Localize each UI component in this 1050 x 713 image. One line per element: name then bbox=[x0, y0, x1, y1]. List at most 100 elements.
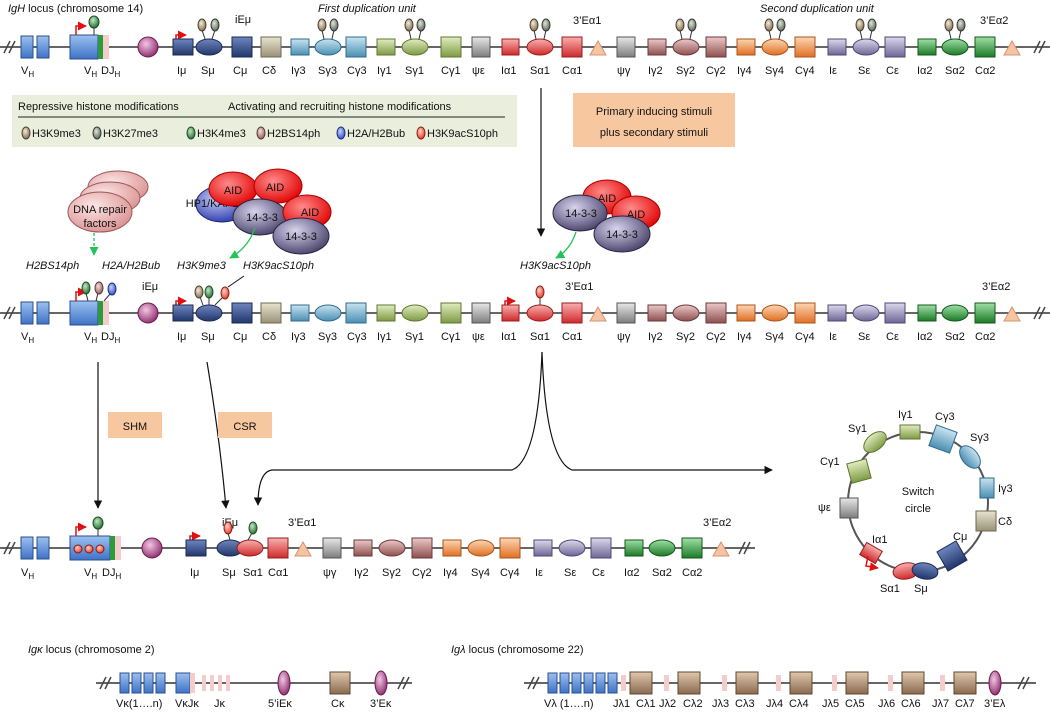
seg-label: Sα1 bbox=[530, 331, 550, 343]
salpha2-segment bbox=[941, 38, 969, 56]
sgamma3-segment bbox=[314, 38, 342, 56]
seg-label: Sμ bbox=[222, 567, 236, 579]
dj-label: DJH bbox=[102, 567, 121, 581]
cgamma1-segment bbox=[440, 36, 462, 58]
seg-label: Cα1 bbox=[268, 567, 288, 579]
seg-label: Iγ3 bbox=[291, 331, 306, 343]
seg-label: Cα1 bbox=[562, 331, 582, 343]
seg-label: Iγ1 bbox=[377, 65, 392, 77]
h3k9me3-mark bbox=[404, 18, 414, 32]
salpha1-segment bbox=[526, 38, 554, 56]
legend-repressive: Repressive histone modifications bbox=[18, 101, 179, 113]
cmu-segment bbox=[231, 36, 253, 58]
igamma1-segment bbox=[376, 38, 396, 56]
ialpha2-segment bbox=[917, 304, 937, 322]
h3k27me3-mark bbox=[776, 18, 786, 32]
cmu-segment bbox=[936, 540, 968, 572]
circle-label: Cγ1 bbox=[820, 456, 840, 468]
seg-label: Iγ2 bbox=[648, 331, 663, 343]
jkappa-segment bbox=[226, 675, 230, 691]
svg-text:14-3-3: 14-3-3 bbox=[246, 212, 278, 224]
jkappa-segment bbox=[218, 675, 222, 691]
sgamma3-segment bbox=[314, 304, 342, 322]
vh-label: VH bbox=[84, 331, 97, 345]
svg-text:AID: AID bbox=[266, 182, 284, 194]
svg-text:DNA repair: DNA repair bbox=[73, 204, 127, 216]
h3k9acs10ph-mark bbox=[535, 285, 545, 299]
seg-label: Sα2 bbox=[945, 331, 965, 343]
vlambda-segment bbox=[595, 672, 606, 694]
seg-label: Cγ1 bbox=[441, 331, 461, 343]
vlambda-segment bbox=[559, 672, 570, 694]
vh-rearranged bbox=[69, 34, 99, 60]
break-mark bbox=[1033, 306, 1046, 320]
lambda-locus-title: Igλ locus (chromosome 22) bbox=[451, 644, 584, 656]
cgamma2-segment bbox=[705, 36, 727, 58]
h3k27me3-mark bbox=[687, 18, 697, 32]
vlambda-segment bbox=[607, 672, 618, 694]
iemu-label: iEμ bbox=[142, 281, 158, 293]
recruit-arrow bbox=[555, 231, 577, 259]
seg-label: Cγ1 bbox=[441, 65, 461, 77]
calpha2-segment bbox=[974, 36, 996, 58]
seg-label: ψγ bbox=[323, 567, 337, 579]
seg-label: Cγ4 bbox=[795, 331, 815, 343]
vkappa-segment bbox=[143, 672, 154, 694]
vh-label: VH bbox=[84, 567, 97, 581]
break-mark bbox=[3, 40, 16, 54]
h3k27me3-mark bbox=[329, 18, 339, 32]
lambda-label: Jλ1 bbox=[613, 698, 630, 710]
cdelta-segment bbox=[260, 302, 282, 324]
j-segment bbox=[103, 301, 109, 325]
jlambda-segment bbox=[664, 675, 669, 691]
h3k9me3-mark bbox=[764, 18, 774, 32]
seg-label: ψγ bbox=[617, 65, 631, 77]
h3k4me3-mark bbox=[92, 516, 104, 530]
igamma3-segment bbox=[979, 477, 995, 499]
igamma2-segment bbox=[647, 304, 667, 322]
igamma3-segment bbox=[290, 304, 310, 322]
h2bs14ph-mark bbox=[94, 281, 104, 295]
seg-label: Sμ bbox=[201, 65, 215, 77]
seg-label: Sμ bbox=[201, 331, 215, 343]
cdelta-segment bbox=[260, 36, 282, 58]
seg-label: Cγ2 bbox=[412, 567, 432, 579]
dj-label: DJH bbox=[101, 331, 120, 345]
imu-segment bbox=[172, 304, 194, 322]
h3k4me3-mark bbox=[204, 285, 214, 299]
lambda-label: Cλ5 bbox=[845, 698, 865, 710]
seg-label: ψε bbox=[472, 331, 485, 343]
svg-text:AID: AID bbox=[598, 193, 616, 205]
circle-label: Iα1 bbox=[872, 534, 888, 546]
j-segment bbox=[103, 35, 109, 59]
switch-title: Switch bbox=[902, 486, 934, 498]
switch-circle-labels: Switch circle Iγ1 Cγ3 Sγ1 Sγ3 Cγ1 Iγ3 ψε… bbox=[818, 409, 1013, 595]
seg-label: Iμ bbox=[177, 331, 186, 343]
iepsilon-segment bbox=[533, 539, 553, 557]
seg-label: Iμ bbox=[177, 65, 186, 77]
mutation-icon bbox=[95, 544, 105, 554]
igamma4-segment bbox=[442, 539, 462, 557]
lambda-label: Jλ7 bbox=[932, 698, 949, 710]
cgamma2-segment bbox=[411, 537, 433, 559]
h2a-h2bub-label: H2A/H2Bub bbox=[102, 260, 160, 272]
seg-label: Cμ bbox=[233, 331, 247, 343]
svg-text:14-3-3: 14-3-3 bbox=[285, 231, 317, 243]
calpha2-segment bbox=[974, 302, 996, 324]
sgamma2-segment bbox=[378, 539, 406, 557]
smu-segment bbox=[195, 304, 223, 322]
aid-complex-right: AID 14-3-3 AID 14-3-3 bbox=[552, 179, 661, 253]
seg-label: Iε bbox=[829, 331, 837, 343]
salpha2-segment bbox=[648, 539, 676, 557]
h3k4me3-legend-icon bbox=[186, 126, 196, 140]
vh-segment bbox=[20, 301, 34, 325]
e3alpha1-enhancer bbox=[294, 540, 312, 557]
seg-label: Cδ bbox=[262, 331, 276, 343]
csr-box bbox=[218, 412, 272, 438]
lambda-labels: Vλ (1….n) Jλ1 Cλ1 Jλ2 Cλ2 Jλ3 Cλ3 Jλ4 Cλ… bbox=[544, 698, 1006, 710]
seg-label: ψε bbox=[472, 65, 485, 77]
h3k9me3-mark bbox=[317, 18, 327, 32]
cgamma4-segment bbox=[794, 36, 816, 58]
h3k9acs10ph-label-right: H3K9acS10ph bbox=[520, 260, 591, 272]
igh-locus-recombined bbox=[0, 516, 755, 561]
